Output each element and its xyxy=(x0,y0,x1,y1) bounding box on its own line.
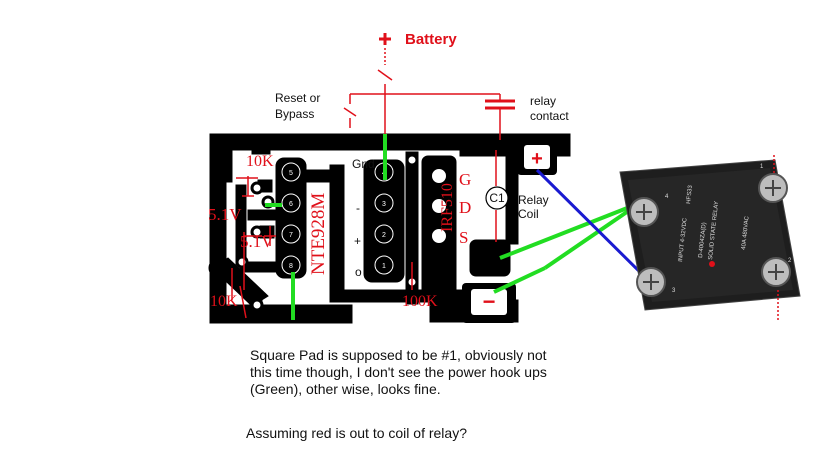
resistor-10k-bottom-label: 10K xyxy=(210,293,238,310)
battery-label: Battery xyxy=(405,31,457,48)
solid-state-relay: HFS33 SOLID STATE RELAY D-4004ZA(D) 40A … xyxy=(619,155,801,320)
mosfet-pad-g xyxy=(428,165,450,187)
mosfet-pads xyxy=(428,165,450,247)
ssr-input: INPUT 4-32VDC xyxy=(678,217,689,262)
green-wire-minus-2 xyxy=(543,201,642,270)
left-mount-pad xyxy=(208,258,228,278)
minus-pad-label: − xyxy=(483,289,496,314)
ssr-screw-2 xyxy=(758,173,788,203)
center-trace-vert xyxy=(329,164,345,301)
ssr-rating: 40A 480VAC xyxy=(741,215,751,250)
mosfet-pad-d xyxy=(428,195,450,217)
c1-label: C1 xyxy=(489,191,505,205)
source-label: S xyxy=(459,228,468,247)
ssr-t4: 4 xyxy=(665,194,669,200)
green-wire-minus xyxy=(493,266,546,294)
opto-pin-8: 8 xyxy=(281,255,301,275)
opto-pin-number: 8 xyxy=(289,263,293,270)
opto-pads: 5 6 7 8 xyxy=(281,162,301,275)
top-left-square-pad xyxy=(215,149,233,167)
opto-pin-7: 7 xyxy=(281,224,301,244)
ic-column-trace xyxy=(405,151,419,305)
ssr-model: D-4004ZA(D) xyxy=(698,222,708,258)
battery-plus-icon xyxy=(379,33,391,45)
relay-coil-label-1: Relay xyxy=(518,193,549,207)
right-bus-trace xyxy=(505,133,519,245)
pad-a xyxy=(250,181,264,195)
plus-pad-label: + xyxy=(531,148,543,170)
zener-left-1 xyxy=(242,176,254,197)
ic-pin-number: 1 xyxy=(382,263,386,270)
ic-pin-3: 3 xyxy=(374,193,394,213)
opto-pin-number: 5 xyxy=(289,170,293,177)
ic-pin-1: 1 xyxy=(374,255,394,275)
reset-label-1: Reset or xyxy=(275,91,320,105)
opto-pin-6: 6 xyxy=(281,193,301,213)
green-wires xyxy=(265,134,642,320)
ssr-top-face xyxy=(628,168,793,302)
opto-pin-number: 7 xyxy=(289,232,293,239)
notes-paragraph: Square Pad is supposed to be #1, obvious… xyxy=(250,347,547,397)
pad-c xyxy=(250,225,264,239)
ssr-led xyxy=(709,261,715,267)
ssr-t1: 1 xyxy=(760,164,764,170)
battery-switch xyxy=(377,69,393,81)
blue-wire xyxy=(535,168,652,284)
relay-coil: C1 xyxy=(485,186,509,210)
left-red-links xyxy=(236,177,262,290)
minus-pad: − xyxy=(462,283,516,323)
ssr-t3: 3 xyxy=(672,288,676,294)
zener-left-2 xyxy=(264,226,276,246)
pad-g xyxy=(405,153,419,167)
red-wiring xyxy=(231,33,515,319)
ic-pin-number: 3 xyxy=(382,201,386,208)
gnd-label: Gnd xyxy=(352,157,375,171)
opto-part-label: NTE928M xyxy=(308,193,329,275)
ic-o-label: o xyxy=(355,265,362,279)
opto-pin-number: 6 xyxy=(289,201,293,208)
mosfet-part-label: IRF510 xyxy=(439,183,456,232)
ssr-brand: HFS33 xyxy=(686,184,694,204)
reset-switch xyxy=(343,107,357,117)
ic-minus-label: - xyxy=(356,201,360,215)
relay-coil-label-2: Coil xyxy=(518,207,539,221)
relay-contact-label-1: relay xyxy=(530,94,556,108)
opto-pin-5: 5 xyxy=(281,162,301,182)
left-pads xyxy=(235,153,419,312)
mid-horiz xyxy=(299,169,345,183)
gate-label: G xyxy=(459,170,471,189)
pcb-board xyxy=(208,133,571,324)
ssr-screw-4 xyxy=(761,257,791,287)
mosfet-pad-s xyxy=(428,225,450,247)
ssr-t2: 2 xyxy=(788,258,792,264)
reset-label-2: Bypass xyxy=(275,107,314,121)
green-wire-ssr-top xyxy=(499,201,641,260)
ic-pin-2: 2 xyxy=(374,224,394,244)
ssr-screw-3 xyxy=(636,267,666,297)
zener-51v-label-a: 5.1V xyxy=(208,205,242,224)
ic-pin-number: 2 xyxy=(382,232,386,239)
relay-contact-label-2: contact xyxy=(530,109,569,123)
resistor-10k-top-label: 10K xyxy=(246,153,274,170)
plus-pad: + xyxy=(517,139,557,175)
right-lower-pad xyxy=(469,239,511,277)
resistor-bottom-left xyxy=(231,268,247,319)
small-top-pad xyxy=(251,139,271,155)
zener-51v-label-b: 5.1V xyxy=(240,232,274,251)
ssr-screw-1 xyxy=(629,197,659,227)
resistor-100k-label: 100K xyxy=(402,293,438,310)
pad-d xyxy=(235,255,249,269)
pad-e xyxy=(250,298,264,312)
drain-label: D xyxy=(459,198,471,217)
notes-question: Assuming red is out to coil of relay? xyxy=(246,425,467,441)
ic-plus-label: + xyxy=(354,234,361,248)
left-mid-bar xyxy=(247,209,285,221)
